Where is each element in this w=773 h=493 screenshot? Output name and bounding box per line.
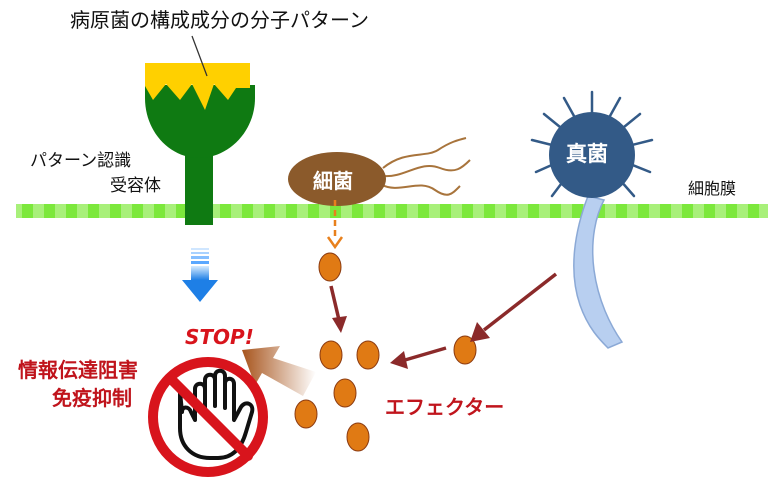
effector-arrows	[329, 272, 558, 369]
effector	[346, 422, 370, 452]
blocked-label-line1: 情報伝達阻害	[18, 358, 138, 382]
pattern-recognition-receptor	[145, 63, 255, 225]
bacteria-label: 細菌	[313, 169, 353, 193]
pathogen-pattern-label: 病原菌の構成成分の分子パターン	[70, 8, 369, 32]
bacteria	[288, 137, 471, 206]
blocked-label-line2: 免疫抑制	[52, 386, 132, 410]
receptor-label-line2: 受容体	[110, 176, 161, 196]
signal-arrow	[182, 248, 218, 302]
fungus	[530, 90, 654, 349]
secretion-arrowhead	[326, 236, 344, 250]
molecular-pattern	[145, 63, 250, 110]
cell-membrane-label: 細胞膜	[688, 179, 737, 198]
effector	[333, 378, 357, 408]
effector	[453, 335, 477, 365]
effector	[294, 399, 318, 429]
effector	[318, 252, 342, 282]
cell-membrane	[16, 204, 768, 218]
inhibition-arrow	[242, 346, 316, 396]
stop-label: STOP!	[185, 325, 254, 349]
effector-label: エフェクター	[385, 395, 505, 419]
effector-group	[294, 252, 477, 452]
effector	[319, 340, 343, 370]
prohibition-hand-icon	[148, 357, 268, 477]
pattern-pointer-line	[191, 35, 208, 77]
fungus-label: 真菌	[566, 142, 608, 166]
receptor-label-line1: パターン認識	[30, 151, 132, 171]
effector	[356, 340, 380, 370]
